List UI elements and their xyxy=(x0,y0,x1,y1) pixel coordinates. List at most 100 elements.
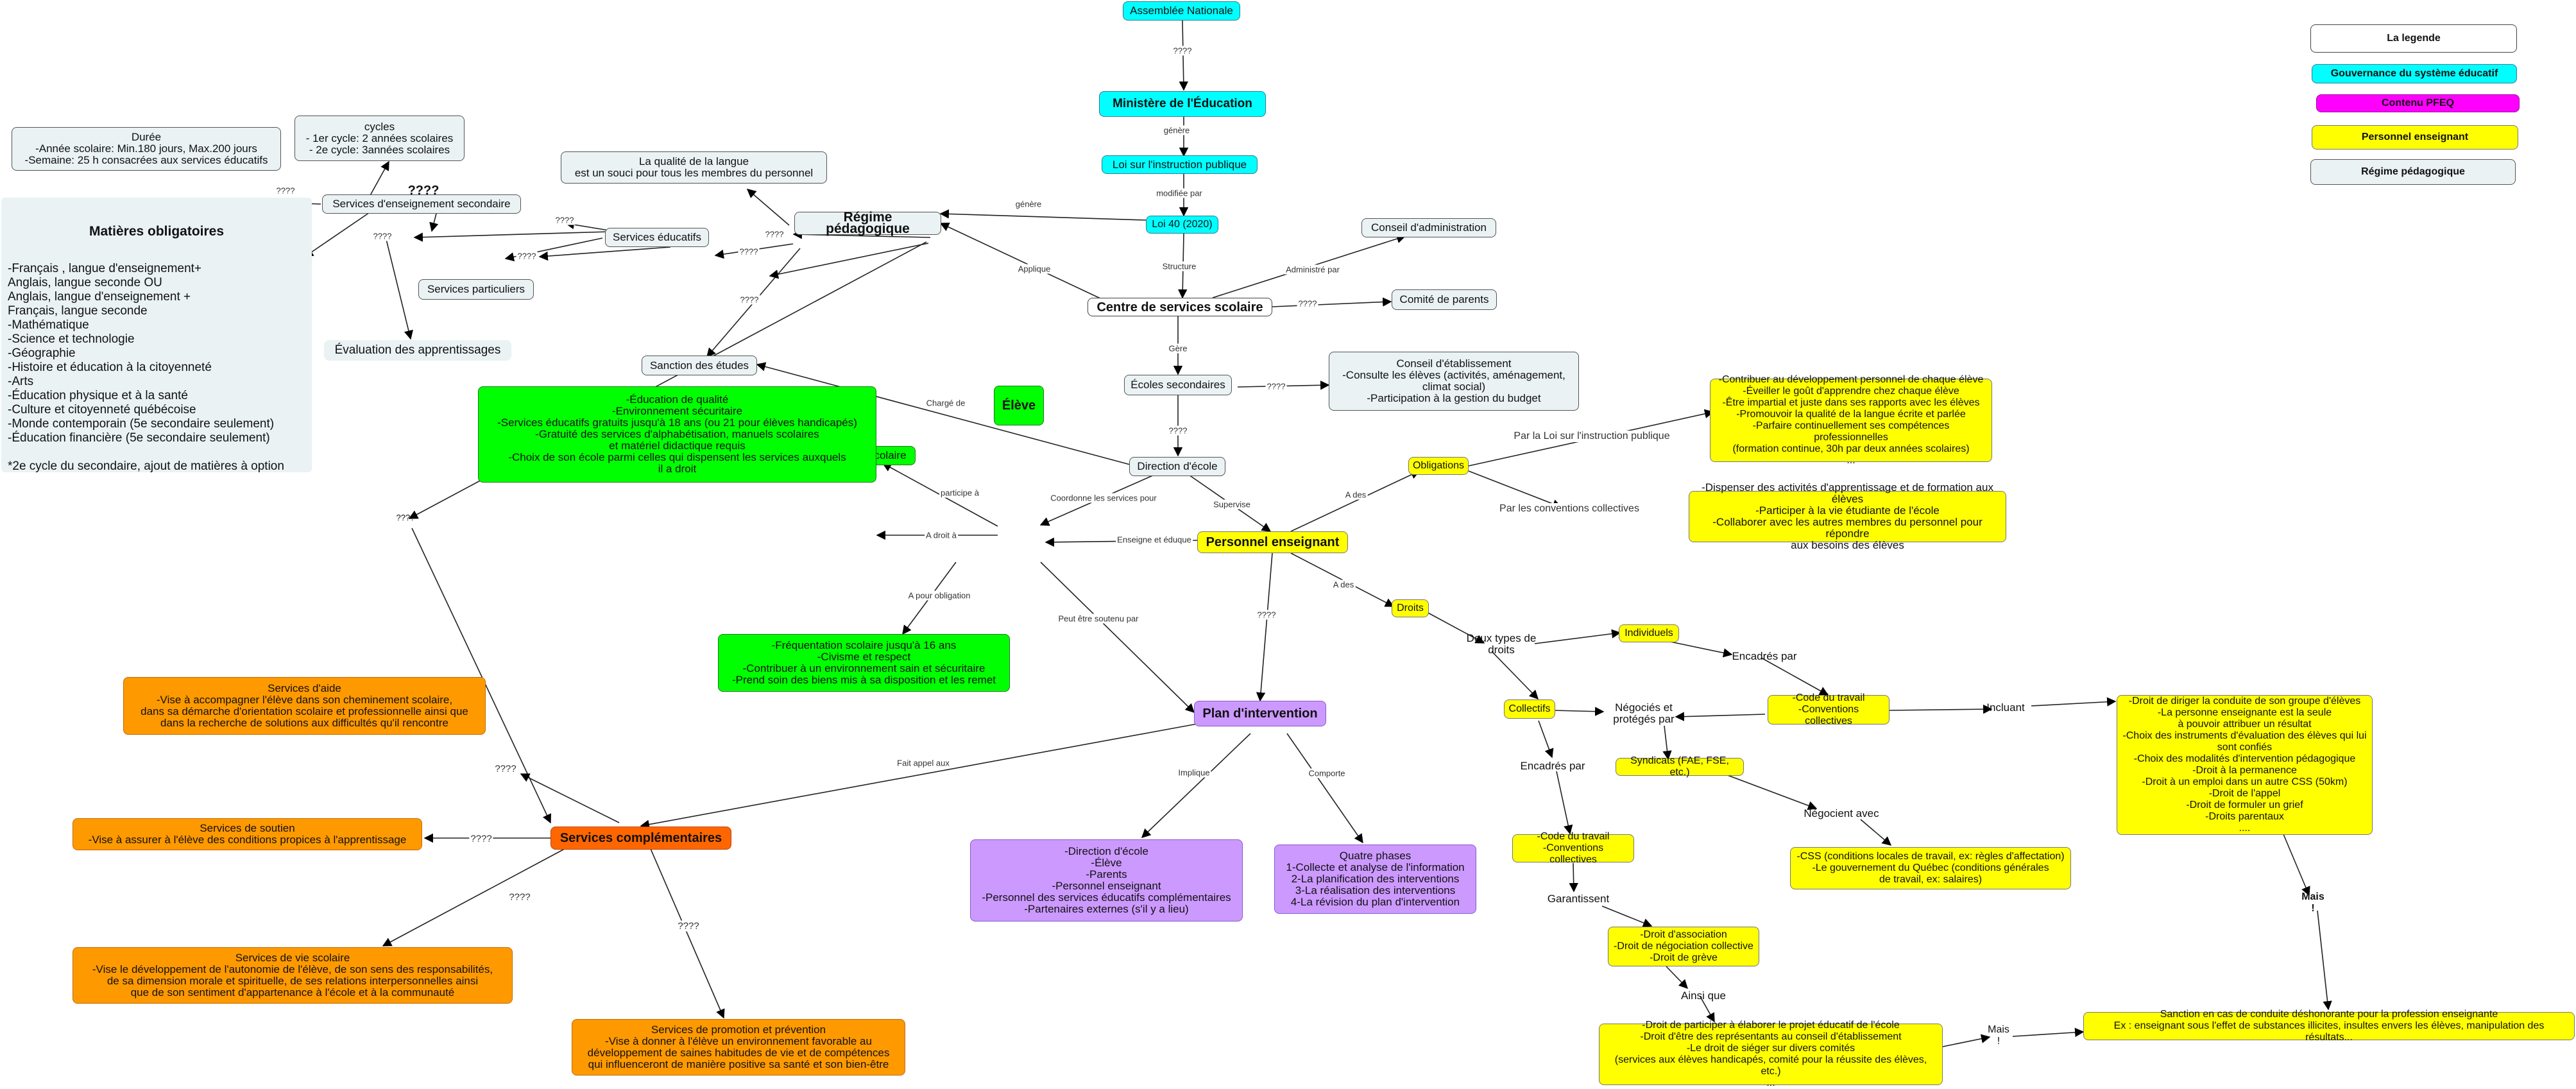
edge-label: Enseigne et éduque xyxy=(1116,535,1193,545)
node-droits-association[interactable]: -Droit d'association -Droit de négociati… xyxy=(1608,927,1759,966)
node-personnel-enseignant[interactable]: Personnel enseignant xyxy=(1197,531,1348,553)
node-negocies: Négociés et protégés par xyxy=(1613,701,1675,725)
edge-label: ???? xyxy=(275,185,296,196)
edge-label: A droit à xyxy=(925,530,958,540)
edge-label: modifiée par xyxy=(1155,188,1204,198)
node-ecoles-secondaires[interactable]: Écoles secondaires xyxy=(1124,375,1232,395)
edge-label: génère xyxy=(1014,199,1043,209)
edge-label: A pour obligation xyxy=(907,590,972,601)
node-obligations-conventions[interactable]: -Dispenser des activités d'apprentissage… xyxy=(1689,482,2006,551)
node-services-soutien[interactable]: Services de soutien -Vise à assurer à l'… xyxy=(73,818,422,850)
edge-label: ???? xyxy=(508,891,532,903)
node-loi-40[interactable]: Loi 40 (2020) xyxy=(1146,216,1218,234)
legend-item-gouvernance: Gouvernance du système éducatif xyxy=(2312,64,2517,83)
legend-title: La legende xyxy=(2310,24,2517,53)
node-plan-implique[interactable]: -Direction d'école -Élève -Parents -Pers… xyxy=(970,839,1243,922)
node-obligation-eleve[interactable]: -Fréquentation scolaire jusqu'à 16 ans -… xyxy=(718,634,1010,692)
node-duree[interactable]: Durée -Année scolaire: Min.180 jours, Ma… xyxy=(12,127,281,171)
edge-label: ???? xyxy=(516,251,538,261)
node-services-promotion[interactable]: Services de promotion et prévention -Vis… xyxy=(572,1019,905,1076)
node-obligations-loi[interactable]: -Contribuer au développement personnel d… xyxy=(1710,374,1992,466)
node-syndicats[interactable]: Syndicats (FAE, FSE, etc.) xyxy=(1616,755,1744,778)
edge-label: Gère xyxy=(1167,343,1189,354)
edge-label: Par les conventions collectives xyxy=(1498,503,1641,515)
edge-label: génère xyxy=(1162,125,1191,135)
node-services-ens-secondaire[interactable]: Services d'enseignement secondaire xyxy=(322,194,521,214)
node-encadres-par-2: Encadrés par xyxy=(1520,760,1585,772)
edge-label: ???? xyxy=(1167,425,1189,436)
node-droit-a[interactable]: -Éducation de qualité -Environnement séc… xyxy=(478,386,876,483)
edge-label: ???? xyxy=(1265,381,1287,391)
legend-item-personnel: Personnel enseignant xyxy=(2312,125,2518,150)
edge-label: Comporte xyxy=(1307,768,1347,778)
node-assemblee-nationale[interactable]: Assemblée Nationale xyxy=(1123,1,1240,21)
edge-label: ???? xyxy=(1297,298,1318,309)
node-services-aide[interactable]: Services d'aide -Vise à accompagner l'él… xyxy=(123,677,486,735)
node-services-vie[interactable]: Services de vie scolaire -Vise le dévelo… xyxy=(73,947,513,1004)
node-droits[interactable]: Droits xyxy=(1392,599,1429,617)
legend-item-regime: Régime pédagogique xyxy=(2310,159,2516,185)
node-sanction-etudes[interactable]: Sanction des études xyxy=(642,356,757,375)
node-incluant: Incluant xyxy=(1986,701,2025,714)
edge-label: ???? xyxy=(469,833,493,845)
node-services-particuliers[interactable]: Services particuliers xyxy=(418,279,534,300)
node-sanction-conduite[interactable]: Sanction en cas de conduite déshonorante… xyxy=(2083,1009,2575,1043)
edge-label: A des xyxy=(1343,490,1368,500)
node-plan-intervention[interactable]: Plan d'intervention xyxy=(1194,701,1326,726)
edge-label: Structure xyxy=(1161,261,1198,271)
node-unknown-edge: ???? xyxy=(396,513,415,522)
edge-label: ???? xyxy=(676,920,701,932)
node-centre-services[interactable]: Centre de services scolaire xyxy=(1088,298,1272,316)
node-comite-parents[interactable]: Comité de parents xyxy=(1392,289,1497,310)
node-direction-ecole[interactable]: Direction d'école xyxy=(1129,457,1225,476)
node-regime-pedagogique[interactable]: Régime pédagogique xyxy=(794,210,941,236)
node-eleve[interactable]: Élève xyxy=(994,386,1044,425)
edge-label: ???? xyxy=(493,763,518,775)
node-droits-individuels[interactable]: -Droit de diriger la conduite de son gro… xyxy=(2117,695,2373,835)
edge-label: ???? xyxy=(738,295,760,305)
edge-label: Peut être soutenu par xyxy=(1057,613,1140,624)
node-css-conditions[interactable]: -CSS (conditions locales de travail, ex:… xyxy=(1790,847,2071,889)
edge-label: Coordonne les services pour xyxy=(1049,493,1158,503)
edge-label: Supervise xyxy=(1212,499,1252,510)
edge-label: Fait appel aux xyxy=(896,758,951,768)
edge-label: ???? xyxy=(1256,610,1277,620)
node-droits-participer[interactable]: -Droit de participer à élaborer le proje… xyxy=(1599,1020,1943,1088)
node-plan-comporte[interactable]: Quatre phases 1-Collecte et analyse de l… xyxy=(1274,845,1476,914)
node-negocient-avec: Négocient avec xyxy=(1804,807,1879,819)
edge-label: ???? xyxy=(1172,46,1193,56)
node-collectifs[interactable]: Collectifs xyxy=(1504,699,1555,719)
node-mais-1: Mais ! xyxy=(2301,891,2324,914)
node-services-complementaires[interactable]: Services complémentaires xyxy=(550,827,731,850)
node-deux-types: Deux types de droits xyxy=(1466,632,1537,656)
node-cycles[interactable]: cycles - 1er cycle: 2 années scolaires -… xyxy=(294,116,465,161)
edge-label: A des xyxy=(1331,579,1356,590)
legend-item-pfeq: Contenu PFEQ xyxy=(2316,94,2520,112)
node-encadres-par-1: Encadrés par xyxy=(1732,650,1797,662)
node-garantissent: Garantissent xyxy=(1547,893,1610,905)
node-loi-instruction[interactable]: Loi sur l'instruction publique xyxy=(1102,155,1258,174)
node-conseil-admin[interactable]: Conseil d'administration xyxy=(1361,218,1496,237)
node-evaluation[interactable]: Évaluation des apprentissages xyxy=(324,340,511,361)
edge-label: Applique xyxy=(1016,264,1052,274)
node-code-travail-1[interactable]: -Code du travail -Conventions collective… xyxy=(1768,692,1889,726)
node-unknown-question: ???? xyxy=(407,184,439,198)
node-services-educatifs[interactable]: Services éducatifs xyxy=(605,228,709,247)
node-code-travail-2[interactable]: -Code du travail -Conventions collective… xyxy=(1512,831,1634,865)
node-mais-2: Mais ! xyxy=(1988,1024,2009,1047)
matieres-title: Matières obligatoires xyxy=(89,224,225,239)
matieres-body: -Français , langue d'enseignement+ Angla… xyxy=(8,262,284,473)
node-qualite-langue[interactable]: La qualité de la langue est un souci pou… xyxy=(561,151,827,184)
edge-label: ???? xyxy=(554,215,576,225)
edge-label: Chargé de xyxy=(925,398,967,408)
edge-label: Implique xyxy=(1177,767,1211,778)
edge-label: Administré par xyxy=(1284,264,1341,275)
edge-label: ???? xyxy=(763,229,785,239)
node-conseil-etablissement[interactable]: Conseil d'établissement -Consulte les él… xyxy=(1329,352,1579,411)
node-ministere[interactable]: Ministère de l'Éducation xyxy=(1099,91,1266,117)
node-individuels[interactable]: Individuels xyxy=(1619,624,1679,642)
edge-label: participe à xyxy=(939,488,980,498)
node-ainsi-que: Ainsi que xyxy=(1681,990,1726,1002)
node-obligations[interactable]: Obligations xyxy=(1408,457,1469,475)
edge-label: ???? xyxy=(371,231,393,241)
